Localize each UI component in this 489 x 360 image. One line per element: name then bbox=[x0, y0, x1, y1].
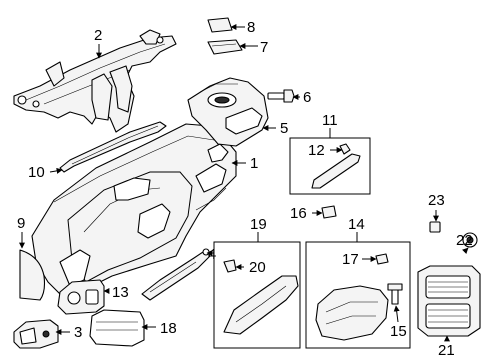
callout-20: 20 bbox=[249, 259, 266, 276]
callout-9: 9 bbox=[17, 215, 25, 232]
switch-bezel-part bbox=[57, 279, 105, 315]
callout-6: 6 bbox=[303, 89, 311, 106]
defroster-grille-part bbox=[59, 121, 167, 173]
center-vent-panel-part bbox=[417, 265, 481, 337]
callout-box-19 bbox=[213, 241, 301, 349]
pad-part-8 bbox=[207, 17, 233, 33]
callout-15: 15 bbox=[390, 323, 407, 340]
callout-labels: 2 1 3 4 5 6 7 8 9 10 11 12 13 14 15 16 1… bbox=[17, 19, 473, 359]
callout-21: 21 bbox=[438, 342, 455, 359]
fastener-part-15 bbox=[387, 283, 403, 305]
callout-7: 7 bbox=[260, 39, 268, 56]
callout-4: 4 bbox=[208, 246, 216, 263]
callout-5: 5 bbox=[280, 120, 288, 137]
button-part-23 bbox=[429, 221, 441, 233]
callout-box-11 bbox=[289, 137, 371, 195]
end-cap-part bbox=[19, 249, 46, 301]
clip-part-12 bbox=[339, 143, 351, 155]
glove-box-door-part bbox=[223, 275, 299, 335]
leader-lines bbox=[19, 24, 469, 342]
callout-12: 12 bbox=[308, 142, 325, 159]
callout-13: 13 bbox=[112, 284, 129, 301]
callout-10: 10 bbox=[28, 164, 45, 181]
glove-box-bin-part bbox=[315, 285, 389, 341]
trim-strip-part bbox=[311, 153, 361, 189]
callout-18: 18 bbox=[160, 320, 177, 337]
clip-part-16 bbox=[321, 205, 337, 219]
storage-bin-part bbox=[89, 309, 145, 347]
callout-23: 23 bbox=[428, 192, 445, 209]
instrument-panel-part bbox=[31, 123, 237, 297]
clip-part-20 bbox=[223, 259, 237, 273]
callout-1: 1 bbox=[250, 155, 258, 172]
callout-14: 14 bbox=[348, 216, 365, 233]
cross-car-beam-part bbox=[13, 29, 177, 133]
center-bezel-part bbox=[187, 77, 269, 147]
lower-bracket-part bbox=[13, 319, 59, 349]
callout-22: 22 bbox=[456, 232, 473, 249]
callout-3: 3 bbox=[74, 324, 82, 341]
pad-part-7 bbox=[207, 39, 243, 55]
callout-19: 19 bbox=[250, 216, 267, 233]
knob-part-22 bbox=[462, 232, 478, 248]
bolt-part bbox=[267, 89, 295, 103]
callout-17: 17 bbox=[342, 251, 359, 268]
callout-2: 2 bbox=[94, 27, 102, 44]
callout-box-14 bbox=[305, 241, 411, 349]
callout-11: 11 bbox=[322, 112, 338, 129]
callout-8: 8 bbox=[247, 19, 255, 36]
clip-part-17 bbox=[375, 253, 389, 265]
callout-16: 16 bbox=[290, 205, 307, 222]
